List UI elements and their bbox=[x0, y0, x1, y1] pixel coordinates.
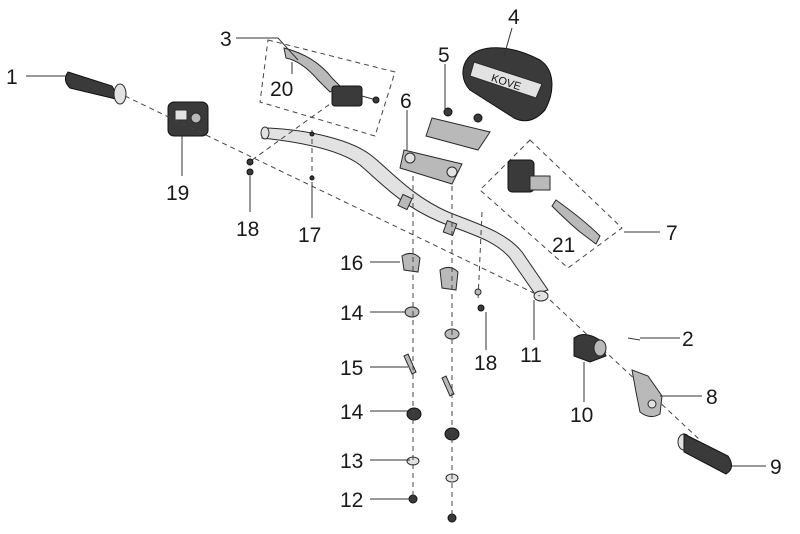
callout-2: 2 bbox=[682, 328, 694, 351]
throttle-housing bbox=[573, 334, 607, 363]
brake-lever-assembly bbox=[479, 139, 623, 269]
callout-7: 7 bbox=[666, 222, 678, 245]
callout-14-upper: 14 bbox=[340, 302, 364, 325]
callout-18-right: 18 bbox=[474, 352, 497, 375]
bar-pad: KOVE bbox=[462, 47, 553, 122]
callout-12: 12 bbox=[340, 489, 363, 512]
callout-4: 4 bbox=[508, 6, 520, 29]
callout-14-lower: 14 bbox=[340, 401, 364, 424]
right-grip bbox=[677, 433, 732, 475]
callout-8: 8 bbox=[706, 386, 718, 409]
upper-clamp bbox=[399, 107, 491, 185]
callout-5: 5 bbox=[438, 44, 450, 67]
callout-10: 10 bbox=[570, 404, 593, 427]
callout-20: 20 bbox=[270, 78, 293, 101]
callout-9: 9 bbox=[770, 456, 782, 479]
throttle-cam bbox=[631, 369, 663, 418]
callout-18-left: 18 bbox=[236, 218, 259, 241]
callout-21: 21 bbox=[552, 234, 575, 257]
lower-clamp bbox=[401, 252, 459, 291]
leader-lines bbox=[26, 27, 766, 500]
callout-1: 1 bbox=[6, 66, 18, 89]
callout-6: 6 bbox=[400, 90, 412, 113]
clutch-lever-assembly bbox=[259, 39, 396, 137]
callout-17: 17 bbox=[298, 224, 321, 247]
left-grip bbox=[64, 71, 127, 105]
callout-15: 15 bbox=[340, 357, 363, 380]
assembly-guides bbox=[124, 95, 701, 518]
left-switch-housing bbox=[167, 101, 209, 137]
callout-16: 16 bbox=[340, 252, 363, 275]
callout-19: 19 bbox=[166, 182, 189, 205]
callout-labels: 1 3 20 4 5 6 7 21 2 8 9 10 11 18 12 13 1… bbox=[6, 6, 782, 512]
screws bbox=[246, 131, 641, 341]
callout-11: 11 bbox=[520, 344, 542, 367]
callout-13: 13 bbox=[340, 450, 363, 473]
callout-3: 3 bbox=[220, 28, 232, 51]
mount-hardware bbox=[403, 306, 460, 523]
